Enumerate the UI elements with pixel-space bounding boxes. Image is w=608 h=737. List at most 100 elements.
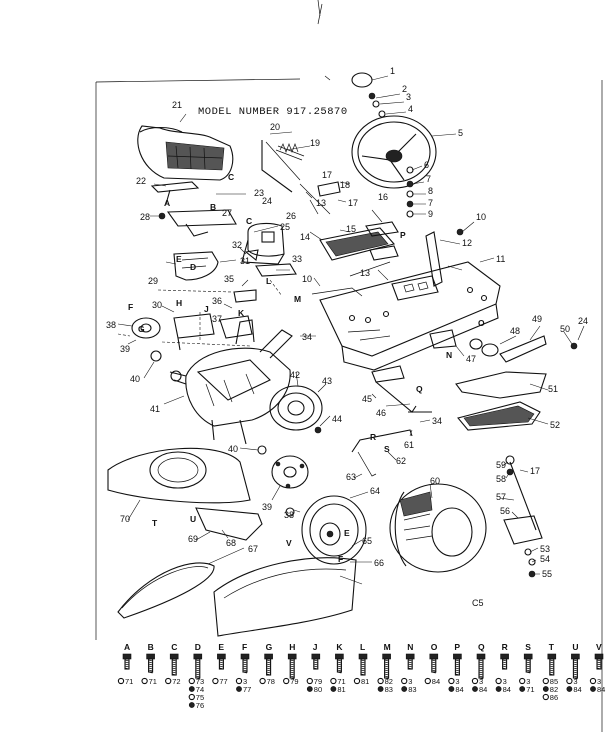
- hardware-key: L: [360, 642, 365, 652]
- brake-lever: [371, 365, 432, 413]
- letter-R: R: [370, 432, 376, 442]
- callout-53: 53: [540, 544, 550, 554]
- model-number-title: MODEL NUMBER 917.25870: [198, 106, 348, 118]
- clip-32: [244, 249, 259, 261]
- steering-wheel: [351, 115, 437, 189]
- washer-icon: [472, 686, 478, 692]
- hardware-key: U: [572, 642, 578, 652]
- bolt-shank-icon: [336, 658, 342, 673]
- callout-30: 30: [152, 300, 162, 310]
- hardware-part-number: 3: [455, 677, 459, 686]
- letter-K: K: [238, 308, 245, 318]
- chassis-frame: [319, 261, 501, 371]
- callout-25: 25: [280, 222, 290, 232]
- hardware-part-number: 79: [314, 677, 322, 686]
- callout-42: 42: [290, 370, 300, 380]
- bolt-shank-icon: [148, 658, 154, 673]
- bracket-35: [233, 289, 257, 303]
- footer-code: C5: [472, 598, 484, 608]
- fender: [107, 447, 251, 504]
- callout-1: 1: [390, 66, 395, 76]
- seat-spring: [261, 140, 305, 193]
- letter-L: L: [266, 276, 271, 286]
- battery: [241, 222, 285, 265]
- callout-38: 38: [284, 510, 294, 520]
- hardware-item-O: O84: [424, 642, 440, 686]
- letter-M: M: [294, 294, 301, 304]
- hardware-part-number: 71: [125, 677, 133, 686]
- callout-59: 59: [496, 460, 506, 470]
- callout-52: 52: [550, 420, 560, 430]
- letter-P: P: [400, 230, 406, 240]
- callout-15: 15: [346, 224, 356, 234]
- foot-pad: [319, 221, 399, 261]
- bolt-head-icon: [217, 653, 226, 660]
- pulley-38: [131, 317, 161, 339]
- washer-icon: [424, 677, 431, 685]
- bolt-shank-icon: [431, 658, 437, 673]
- callout-16: 16: [378, 192, 388, 202]
- washer-icon: [212, 677, 219, 685]
- washer-icon: [519, 686, 526, 692]
- callout-13: 13: [360, 268, 370, 278]
- callout-24: 24: [578, 316, 588, 326]
- callout-69: 69: [188, 534, 198, 544]
- callout-39: 39: [262, 502, 272, 512]
- hardware-part-number: 85: [550, 677, 558, 686]
- hardware-key: D: [195, 642, 201, 652]
- callout-8: 8: [428, 186, 433, 196]
- bracket-36: [219, 315, 253, 339]
- callout-64: 64: [370, 486, 380, 496]
- battery-bracket: [173, 251, 219, 281]
- rod-61: [351, 429, 413, 453]
- callout-57: 57: [496, 492, 506, 502]
- guide-line-b: [157, 279, 283, 340]
- mat-52: [457, 401, 541, 431]
- pivot-48: [469, 338, 499, 357]
- washer-icon: [589, 677, 597, 685]
- letter-A: A: [164, 198, 170, 208]
- scan-mark: [317, 0, 323, 25]
- bolt-head-icon: [264, 653, 273, 660]
- washer-icon: [542, 686, 549, 692]
- hardware-part-number: 75: [196, 693, 204, 702]
- brake-drum: [269, 385, 323, 431]
- washer-icon: [141, 677, 148, 685]
- washer-icon: [495, 677, 502, 685]
- washer-icon: [448, 686, 455, 692]
- steering-column: [425, 231, 443, 287]
- hardware-part-number: 84: [432, 677, 440, 686]
- callout-29: 29: [148, 276, 158, 286]
- washer-icon: [566, 677, 573, 685]
- washer-icon: [330, 686, 337, 692]
- callout-24: 24: [262, 196, 272, 206]
- washer-icon: [542, 677, 549, 685]
- hardware-item-C: C72: [165, 642, 181, 686]
- letter-U: U: [190, 514, 196, 524]
- letter-E: E: [344, 528, 350, 538]
- hardware-part-number: 84: [455, 685, 463, 694]
- hardware-key: B: [148, 642, 154, 652]
- callout-63: 63: [346, 472, 356, 482]
- callout-35: 35: [224, 274, 234, 284]
- hardware-key: H: [289, 642, 295, 652]
- callout-50: 50: [560, 324, 570, 334]
- bolt-head-icon: [122, 653, 132, 660]
- callout-7: 7: [426, 174, 431, 184]
- hardware-part-number: 71: [526, 685, 534, 694]
- seat-bracket: [150, 181, 200, 205]
- wheel-hub: [271, 455, 309, 489]
- bracket-30: [173, 313, 215, 351]
- wheel-rim: [301, 495, 367, 565]
- callout-5: 5: [458, 128, 463, 138]
- bolt-head-icon: [453, 653, 462, 660]
- callout-14: 14: [300, 232, 310, 242]
- bolt-head-icon: [500, 653, 509, 660]
- callout-27: 27: [222, 208, 232, 218]
- hardware-part-number: 3: [597, 677, 601, 686]
